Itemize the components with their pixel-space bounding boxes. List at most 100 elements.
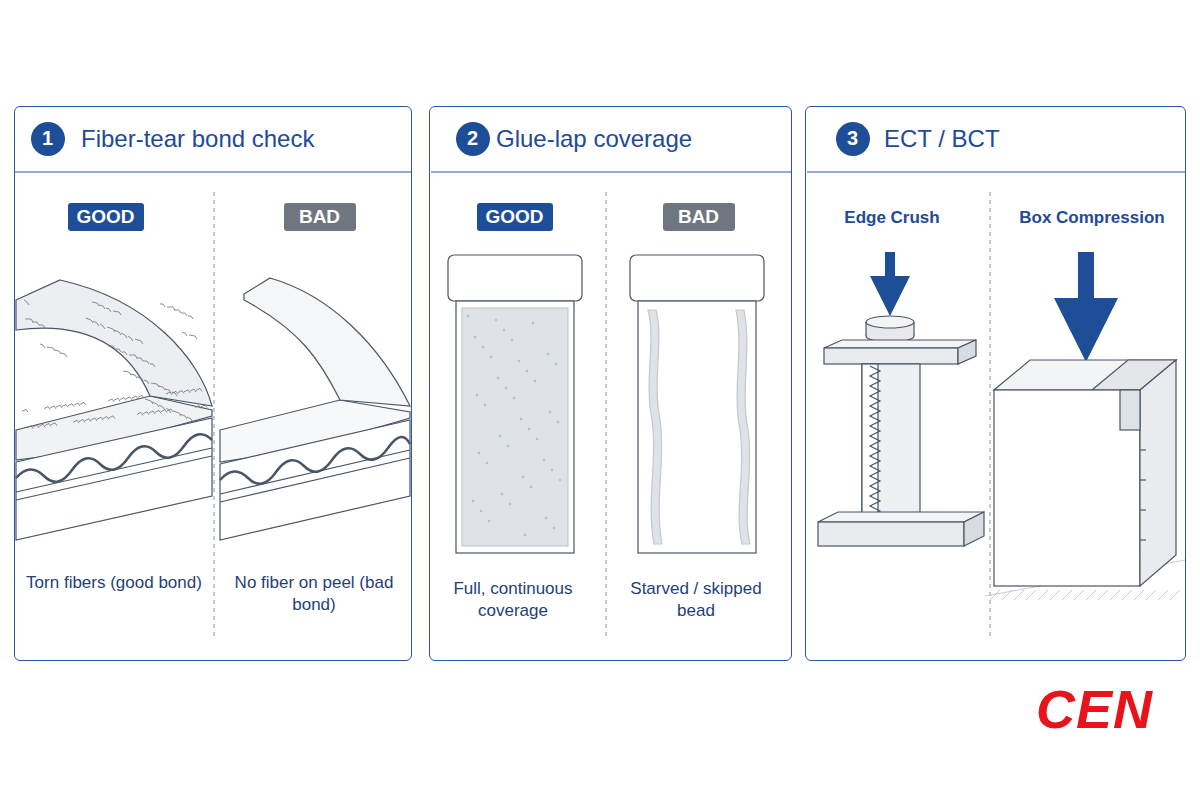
badge-text: BAD — [678, 206, 719, 228]
fiber-stroke — [120, 398, 126, 401]
fiber-stroke — [160, 304, 165, 307]
step-number-text: 1 — [42, 127, 53, 150]
fiber-stroke — [182, 332, 187, 336]
glue-dot — [501, 493, 503, 495]
fiber-stroke — [189, 335, 197, 339]
fiber-stroke — [113, 311, 121, 315]
glue-dot — [488, 520, 490, 522]
glue-dot — [478, 452, 480, 454]
glue-dot — [524, 534, 526, 536]
glue-dot — [528, 428, 530, 430]
good-badge: GOOD — [477, 203, 553, 231]
fiber-stroke — [173, 411, 181, 416]
fiber-stroke — [136, 358, 143, 361]
fiber-stroke — [201, 405, 207, 408]
ground-hatch — [1158, 590, 1168, 600]
caption: Full, continuous coverage — [428, 578, 598, 622]
fiber-stroke — [196, 388, 202, 391]
fiber-stroke — [184, 390, 190, 393]
glue-dot — [503, 329, 505, 331]
glue-dot — [509, 503, 511, 505]
bad-badge: BAD — [284, 203, 356, 231]
fiber-stroke — [144, 380, 149, 384]
fiber-stroke — [56, 405, 62, 408]
glue-dot — [534, 380, 536, 382]
fiber-stroke — [68, 404, 74, 407]
fiber-stroke — [137, 412, 143, 415]
ground-hatch — [1014, 590, 1024, 600]
ground-hatch — [1122, 590, 1132, 600]
good-badge: GOOD — [68, 203, 144, 231]
ground-hatch — [1062, 590, 1072, 600]
badge-text: GOOD — [77, 206, 135, 228]
panel-title: Fiber-tear bond check — [81, 125, 314, 153]
fiber-stroke — [121, 333, 127, 338]
ground-hatch — [1038, 590, 1048, 600]
fiber-stroke — [151, 383, 159, 387]
glue-dot — [559, 479, 561, 481]
fiber-stroke — [47, 347, 55, 351]
fiber-stroke — [107, 327, 115, 332]
glue-dot — [555, 363, 557, 365]
glue-dot — [549, 411, 551, 413]
fiber-stroke — [108, 346, 115, 349]
panel-title: ECT / BCT — [884, 125, 1000, 153]
fiber-stroke — [24, 300, 29, 305]
panel: Glue-lap coverage2GOODBAD — [429, 106, 792, 661]
glue-dot — [472, 500, 474, 502]
fiber-stroke — [129, 355, 137, 358]
glue-dot — [543, 459, 545, 461]
fiber-stroke — [73, 420, 79, 423]
bad-badge: BAD — [663, 203, 735, 231]
fiber-stroke — [138, 395, 144, 398]
step-number: 1 — [31, 122, 65, 156]
glue-dot — [530, 486, 532, 488]
glue-dot — [513, 397, 515, 399]
fiber-stroke — [145, 399, 153, 404]
fiber-stroke — [190, 389, 196, 392]
glue-dot — [518, 360, 520, 362]
badge-text: GOOD — [486, 206, 544, 228]
glue-dot — [490, 356, 492, 358]
caption: Torn fibers (good bond) — [19, 572, 209, 594]
fiber-stroke — [135, 339, 143, 344]
fiber-stroke — [167, 409, 173, 412]
fiber-stroke — [108, 399, 114, 402]
fiber-stroke — [150, 364, 155, 367]
glue-dot — [480, 510, 482, 512]
fiber-stroke — [152, 402, 159, 407]
caption: No fiber on peel (bad bond) — [219, 572, 409, 616]
glue-dot — [511, 339, 513, 341]
badge-text: BAD — [299, 206, 340, 228]
fiber-stroke — [143, 361, 149, 364]
fiber-stroke — [45, 424, 51, 427]
ground-hatch — [1170, 590, 1180, 600]
panel: ECT / BCT3 — [805, 106, 1186, 661]
fiber-stroke — [122, 352, 127, 355]
fiber-stroke — [161, 410, 167, 413]
step-number-text: 2 — [467, 127, 478, 150]
ground-hatch — [1026, 590, 1036, 600]
fiber-stroke — [44, 407, 50, 410]
glue-dot — [545, 517, 547, 519]
fiber-stroke — [62, 404, 68, 407]
glue-dot — [474, 336, 476, 338]
fiber-stroke — [99, 305, 105, 309]
fiber-stroke — [86, 318, 93, 323]
caption: Starved / skipped bead — [611, 578, 781, 622]
glue-dot — [497, 377, 499, 379]
fiber-stroke — [40, 344, 45, 348]
glue-dot — [522, 476, 524, 478]
fiber-stroke — [25, 319, 33, 322]
fiber-stroke — [106, 308, 111, 312]
flute-line — [870, 366, 880, 516]
fiber-stroke — [100, 324, 105, 329]
test-name: Box Compression — [1019, 208, 1164, 228]
watermark: CEN — [1036, 678, 1153, 740]
fiber-stroke — [166, 392, 172, 395]
fiber-stroke — [137, 377, 143, 381]
fiber-stroke — [178, 391, 184, 394]
fiber-stroke — [155, 410, 161, 413]
fiber-stroke — [39, 325, 45, 328]
